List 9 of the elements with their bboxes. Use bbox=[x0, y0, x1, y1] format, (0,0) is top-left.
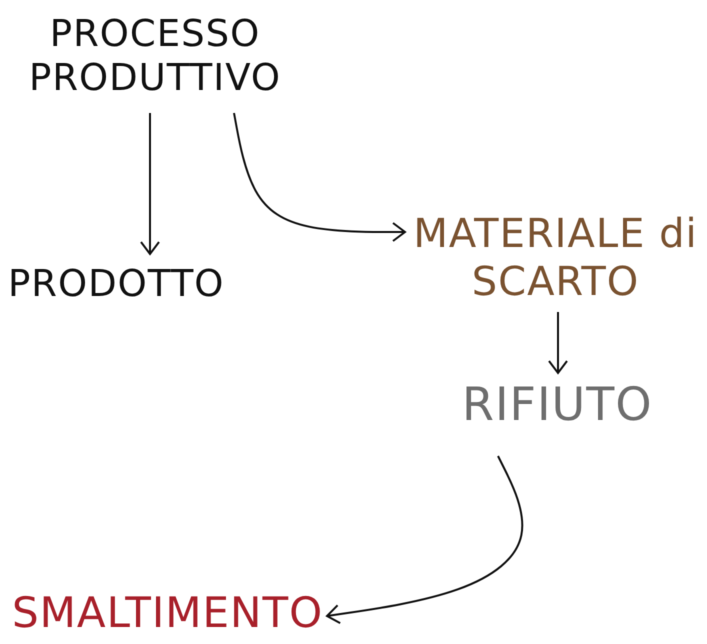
arrow bbox=[326, 456, 524, 624]
node-label: RIFIUTO bbox=[462, 377, 653, 432]
node-label: PRODOTTO bbox=[8, 262, 224, 306]
arrow bbox=[548, 312, 568, 374]
node-label: MATERIALE di SCARTO bbox=[412, 210, 699, 306]
arrow bbox=[140, 113, 160, 255]
node-label: PROCESSO PRODUTTIVO bbox=[28, 12, 282, 101]
node-label: SMALTIMENTO bbox=[12, 588, 324, 638]
arrow bbox=[233, 112, 406, 242]
